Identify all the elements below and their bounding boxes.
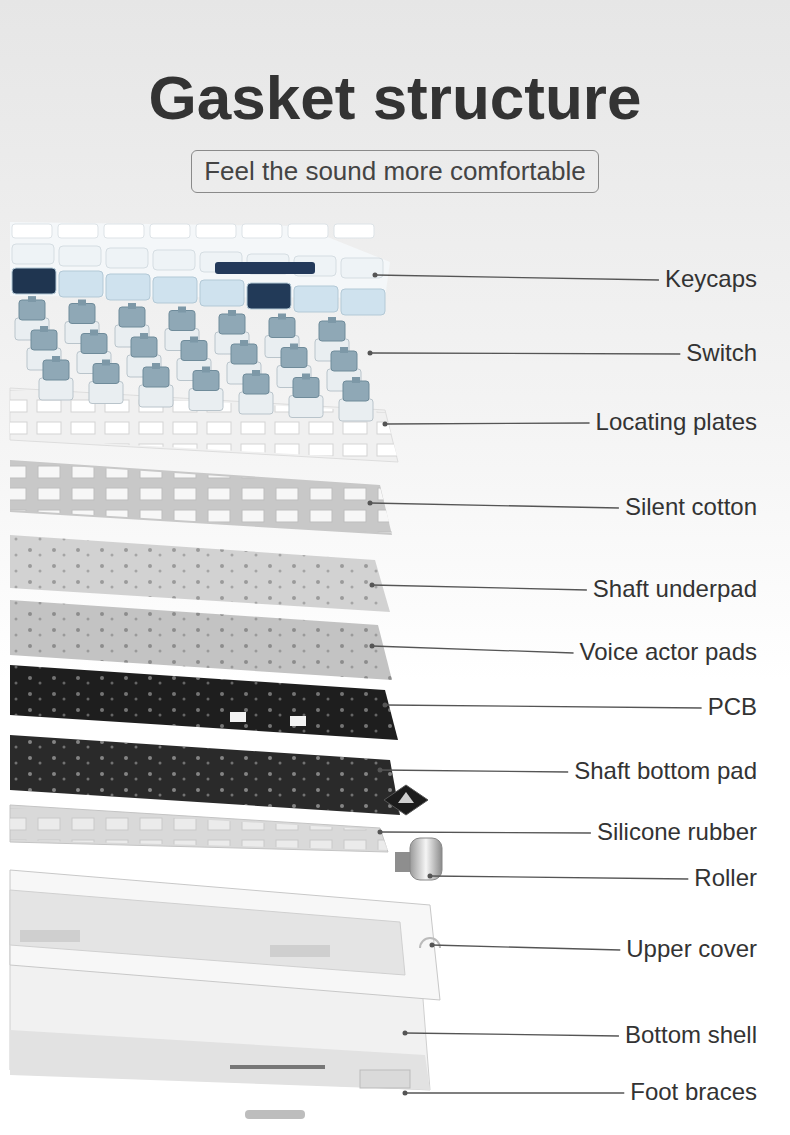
- caption-pill: Feel the sound more comfortable: [191, 150, 599, 193]
- caption-wrap: Feel the sound more comfortable: [0, 150, 790, 193]
- leader-dot: [370, 644, 375, 649]
- leader-line: [372, 585, 587, 590]
- part-label: Silicone rubber: [597, 818, 757, 847]
- leader-line: [385, 705, 702, 708]
- leader-line: [385, 423, 590, 424]
- leader-line: [370, 503, 619, 508]
- part-label: Locating plates: [596, 408, 757, 437]
- leader-dot: [428, 874, 433, 879]
- part-label: PCB: [708, 693, 757, 722]
- leader-dot: [370, 583, 375, 588]
- leader-dot: [368, 351, 373, 356]
- leader-dot: [368, 501, 373, 506]
- leader-line: [405, 1092, 624, 1093]
- part-label: Switch: [686, 339, 757, 368]
- leader-line: [380, 832, 591, 833]
- leader-dot: [373, 273, 378, 278]
- leader-dot: [383, 422, 388, 427]
- leader-dot: [430, 943, 435, 948]
- leader-line: [405, 1033, 619, 1036]
- part-label: Keycaps: [665, 265, 757, 294]
- page-title: Gasket structure: [0, 62, 790, 133]
- leader-dot: [378, 768, 383, 773]
- leader-dot: [383, 703, 388, 708]
- part-label: Shaft bottom pad: [574, 757, 757, 786]
- leader-line: [432, 945, 620, 950]
- leader-line: [370, 353, 680, 354]
- part-label: Shaft underpad: [593, 575, 757, 604]
- leader-line: [380, 770, 568, 772]
- part-label: Voice actor pads: [580, 638, 757, 667]
- leader-dot: [403, 1091, 408, 1096]
- part-label: Roller: [694, 864, 757, 893]
- part-label: Silent cotton: [625, 493, 757, 522]
- leader-line: [372, 646, 574, 653]
- leader-line: [430, 876, 688, 879]
- leader-dot: [378, 830, 383, 835]
- leader-line: [375, 275, 659, 280]
- leader-dot: [403, 1031, 408, 1036]
- part-label: Bottom shell: [625, 1021, 757, 1050]
- part-label: Foot braces: [630, 1078, 757, 1107]
- part-label: Upper cover: [626, 935, 757, 964]
